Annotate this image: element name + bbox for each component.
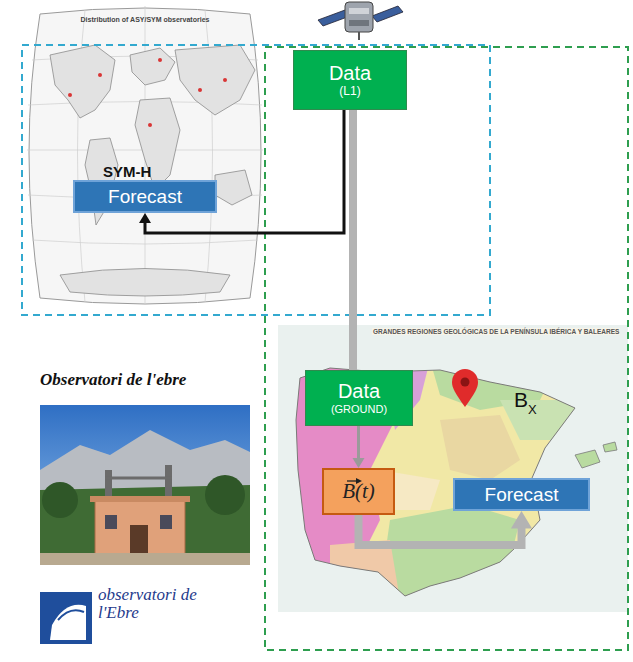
connector-line — [145, 110, 344, 233]
field-box: B(t) — [322, 468, 395, 515]
connector-line — [359, 515, 522, 545]
vector-arrow — [345, 477, 365, 485]
logo-mark — [40, 592, 92, 644]
map-pin — [452, 369, 478, 407]
map-title: GRANDES REGIONES GEOLÓGICAS DE LA PENÍNS… — [372, 328, 620, 335]
connector-line — [357, 426, 360, 459]
connector — [359, 511, 533, 545]
dashed-region — [265, 47, 628, 650]
observatory-name: Observatori de l'ebre — [40, 370, 186, 390]
node-text: Forecast — [108, 186, 182, 208]
node-text: (L1) — [339, 85, 360, 99]
data-box: Data(L1) — [293, 50, 407, 110]
logo-handwriting: observatori de l'Ebre — [98, 586, 208, 622]
connector — [139, 110, 344, 233]
map-title: Distribution of ASY/SYM observatories — [81, 16, 210, 23]
node-text: (GROUND) — [331, 403, 387, 416]
node-text: Forecast — [485, 484, 559, 506]
component-name: B — [514, 388, 528, 412]
node-text: Data — [329, 62, 371, 85]
forecast-box: Forecast — [453, 478, 590, 511]
arrowhead — [511, 511, 532, 529]
dashed-region — [22, 45, 490, 315]
arrowhead — [353, 458, 365, 468]
connector-line — [349, 110, 357, 370]
arrowhead — [139, 213, 151, 223]
satellite — [318, 2, 403, 40]
geological-map — [278, 325, 628, 612]
component-subscript: X — [528, 402, 537, 417]
connector — [353, 110, 354, 370]
data-box: Data(GROUND) — [305, 370, 413, 426]
forecast-box: Forecast — [73, 180, 217, 213]
world-map — [27, 6, 263, 304]
index-name: SYM-H — [103, 163, 151, 180]
node-text: Data — [338, 380, 380, 403]
connector — [353, 426, 365, 468]
observatory-photo — [40, 405, 250, 565]
